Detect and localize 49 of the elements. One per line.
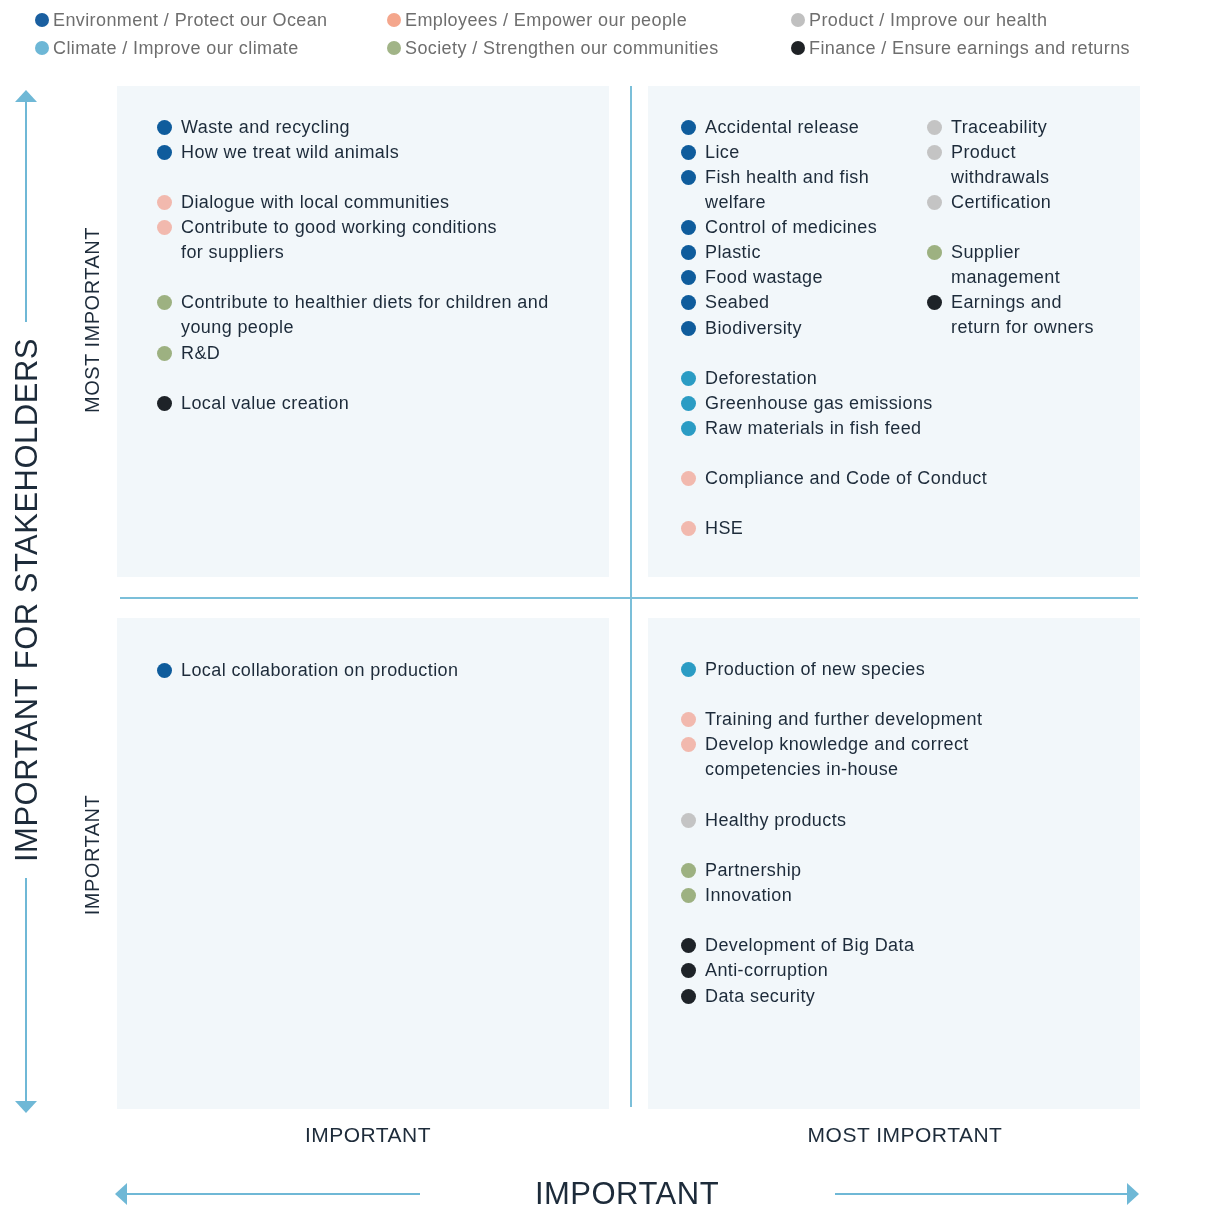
topic-text: Local value creation [181,391,351,415]
topic-text: Supplier management [951,240,1062,289]
topic-text: Deforestation [705,366,819,390]
topic-text: Lice [705,140,741,164]
topic-text: Product withdrawals [951,140,1051,189]
topic-text: Accidental release [705,115,861,139]
quadrant-panel [117,618,609,1109]
topic-text: Production of new species [705,657,927,681]
topic-text: Food wastage [705,265,824,289]
axis-label: IMPORTANT [304,1123,432,1147]
quadrant-panel [648,618,1140,1109]
topic-text: Develop knowledge and correct competencies in-house [705,732,970,781]
legend-text: Climate / Improve our climate [53,37,299,59]
topic-text: Greenhouse gas emissions [705,391,934,415]
topic-text: Data security [705,984,817,1008]
topic-text: Contribute to healthier diets for children and young people [181,290,549,339]
legend-text: Employees / Empower our people [405,9,688,31]
legend-text: Finance / Ensure earnings and returns [809,37,1130,59]
topic-text: Earnings and return for owners [951,290,1095,339]
topic-text: Compliance and Code of Conduct [705,466,989,490]
topic-text: How we treat wild animals [181,140,401,164]
topic-text: Control of medicines [705,215,879,239]
axis-label: MOST IMPORTANT [80,227,104,413]
topic-text: Healthy products [705,808,848,832]
topic-text: Traceability [951,115,1049,139]
topic-text: Development of Big Data [705,933,916,957]
legend-text: Product / Improve our health [809,9,1048,31]
axis-label: MOST IMPORTANT [807,1123,1003,1147]
topic-text: Innovation [705,883,794,907]
topic-text: Biodiversity [705,316,803,340]
topic-text: Contribute to good working conditions for suppliers [181,215,498,264]
topic-text: Certification [951,190,1053,214]
topic-text: R&D [181,341,222,365]
legend-text: Society / Strengthen our communities [405,37,719,59]
topic-text: Anti-corruption [705,958,830,982]
topic-text: Waste and recycling [181,115,351,139]
topic-text: Fish health and fish welfare [705,165,871,214]
topic-text: HSE [705,516,745,540]
topic-text: Local collaboration on production [181,658,460,682]
quadrant-panel [117,86,609,577]
quadrant-panel [648,86,1140,577]
topic-text: Partnership [705,858,803,882]
axis-label: IMPORTANT [80,794,104,916]
topic-text: Seabed [705,290,771,314]
topic-text: Raw materials in fish feed [705,416,923,440]
legend-text: Environment / Protect our Ocean [53,9,328,31]
topic-text: Dialogue with local communities [181,190,451,214]
topic-text: Training and further development [705,707,984,731]
topic-text: Plastic [705,240,762,264]
